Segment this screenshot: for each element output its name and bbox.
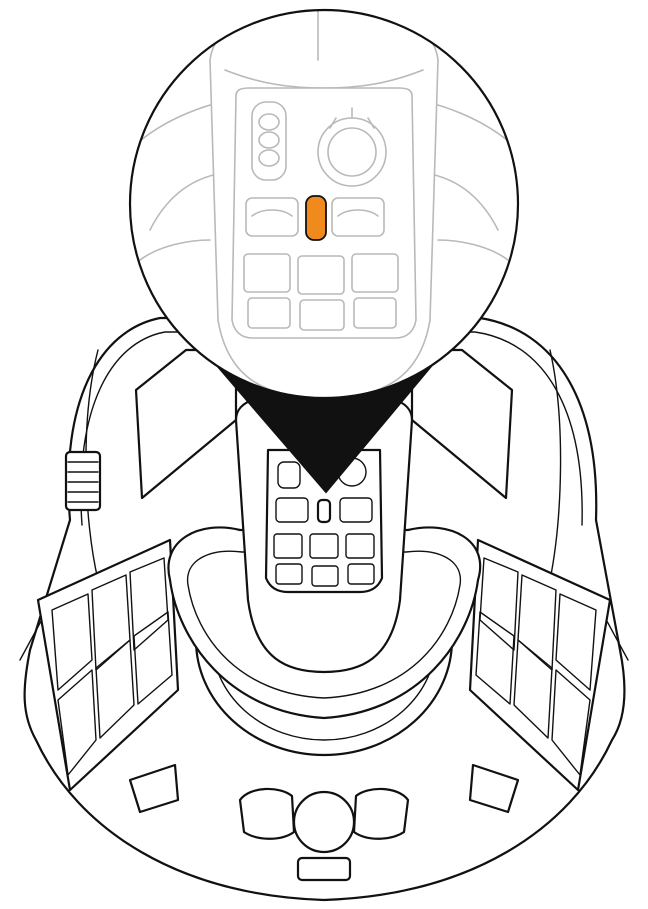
bottom-controls bbox=[128, 763, 520, 882]
callout-circle-border bbox=[128, 8, 520, 400]
magnified-callout bbox=[128, 8, 520, 400]
grip-buttons bbox=[273, 457, 375, 587]
grip-center-button bbox=[316, 498, 332, 524]
highlighted-button bbox=[305, 195, 327, 241]
throttle-wheel bbox=[64, 450, 102, 512]
center-base-button bbox=[292, 790, 356, 854]
right-button-bank bbox=[468, 538, 612, 792]
joystick-stick bbox=[167, 390, 482, 720]
left-button-bank bbox=[36, 538, 180, 792]
